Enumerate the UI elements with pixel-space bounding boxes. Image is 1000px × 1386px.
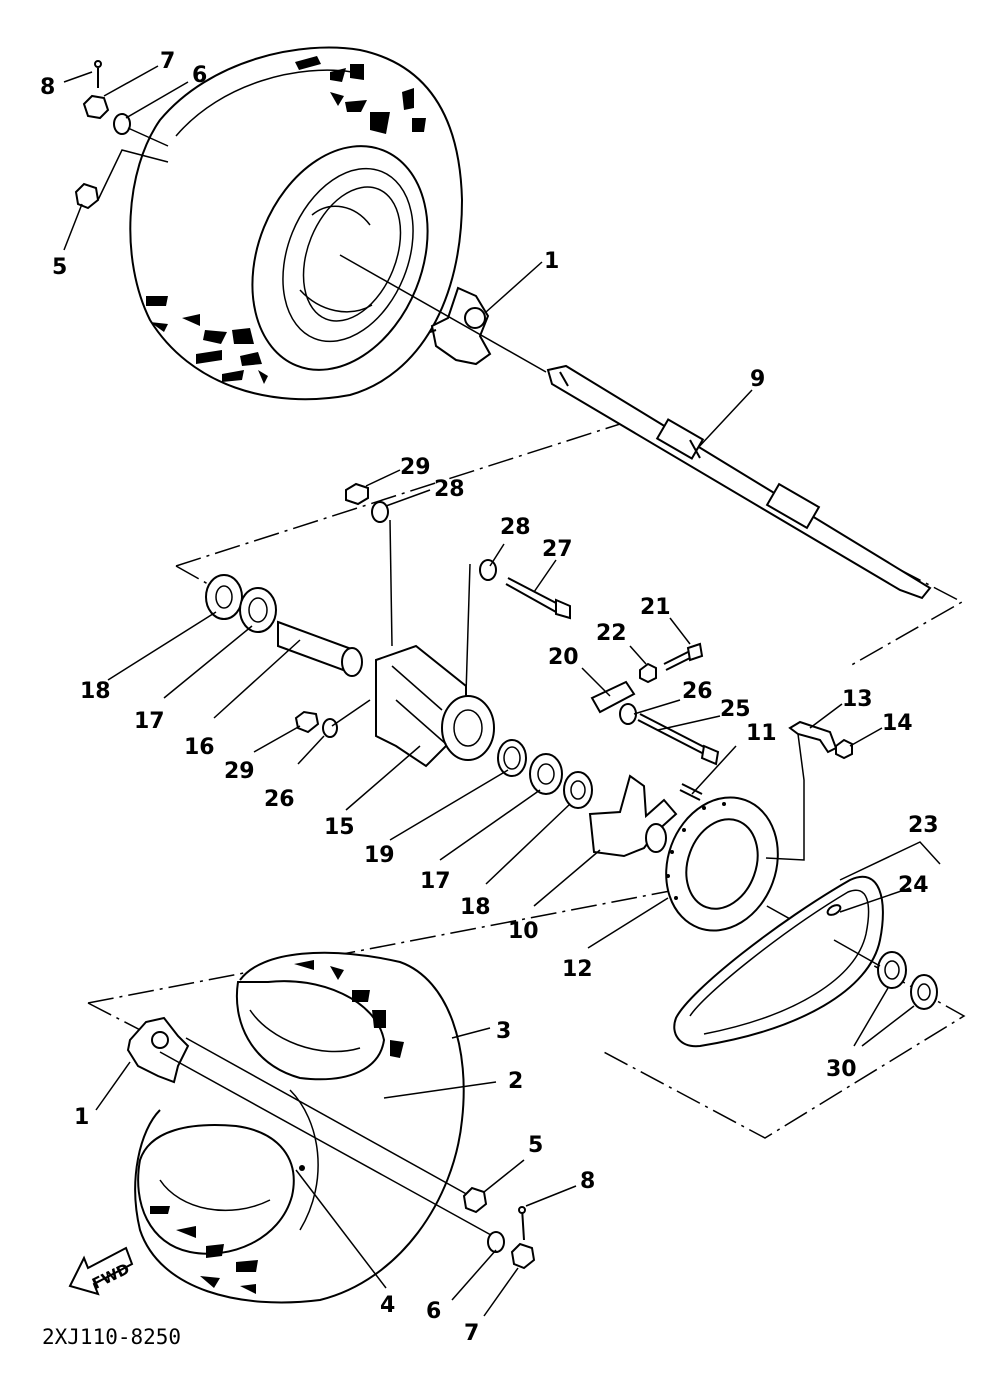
chain-guide-13 <box>788 720 838 754</box>
callout-17: 17 <box>134 709 165 734</box>
bearing-30-b <box>910 974 938 1010</box>
top-tire <box>129 46 464 401</box>
callout-16: 16 <box>184 735 215 760</box>
washer-28-top <box>371 501 389 523</box>
cotter-pin-8-bottom <box>518 1206 526 1241</box>
chain-23 <box>673 875 884 1048</box>
callout-29: 29 <box>400 455 431 480</box>
callout-23: 23 <box>908 813 939 838</box>
callout-18: 18 <box>80 679 111 704</box>
callout-11: 11 <box>746 721 777 746</box>
callout-18: 18 <box>460 895 491 920</box>
callout-19: 19 <box>364 843 395 868</box>
callout-8: 8 <box>580 1169 595 1194</box>
nut-14 <box>835 738 853 760</box>
nut-29-top <box>345 482 369 506</box>
bearing-17-left <box>239 587 277 633</box>
washer-28-mid <box>479 559 497 581</box>
callout-7: 7 <box>464 1321 479 1346</box>
callout-10: 10 <box>508 919 539 944</box>
callout-13: 13 <box>842 687 873 712</box>
washer-path-top <box>127 127 169 147</box>
sprocket-hub-10 <box>588 774 678 858</box>
hub-flange-top <box>429 286 492 366</box>
callout-28: 28 <box>500 515 531 540</box>
callout-1: 1 <box>544 249 559 274</box>
nut-22 <box>639 662 657 684</box>
callout-9: 9 <box>750 367 765 392</box>
bolt-path-27 <box>465 563 471 695</box>
bolt-27 <box>505 577 571 620</box>
callout-26: 26 <box>682 679 713 704</box>
callout-1: 1 <box>74 1105 89 1130</box>
nut-29-lower <box>294 710 320 734</box>
spacer-16 <box>277 620 363 677</box>
callout-14: 14 <box>882 711 913 736</box>
bolt-21 <box>663 642 704 671</box>
callout-24: 24 <box>898 873 929 898</box>
nut-7-top <box>82 94 110 120</box>
fwd-arrow: FWD <box>68 1246 134 1296</box>
washer-6-bottom <box>487 1231 505 1253</box>
hub-flange-bottom <box>126 1016 190 1084</box>
callout-17: 17 <box>420 869 451 894</box>
callout-27: 27 <box>542 537 573 562</box>
callout-12: 12 <box>562 957 593 982</box>
fastener-bracket-top <box>97 149 169 201</box>
sprocket-12 <box>665 796 779 932</box>
axis-line-bottom-b <box>159 1051 501 1241</box>
callout-2: 2 <box>508 1069 523 1094</box>
bearing-17-right <box>529 753 563 795</box>
axis-line-bottom-a <box>185 1037 471 1197</box>
washer-26-lower <box>322 718 338 738</box>
callout-22: 22 <box>596 621 627 646</box>
callout-21: 21 <box>640 595 671 620</box>
bearing-30-a <box>877 951 907 989</box>
stud-11 <box>679 783 703 801</box>
rear-axle <box>546 364 932 600</box>
hub-axis-line-top <box>339 254 547 373</box>
callout-8: 8 <box>40 75 55 100</box>
bolt-path-28 <box>389 519 393 647</box>
callout-30: 30 <box>826 1057 857 1082</box>
washer-6-top <box>113 113 131 135</box>
nut-5-bottom <box>462 1186 488 1214</box>
hub-housing-15 <box>375 644 495 768</box>
bolt-25 <box>637 713 720 766</box>
callout-3: 3 <box>496 1019 511 1044</box>
callout-25: 25 <box>720 697 751 722</box>
callout-4: 4 <box>380 1293 395 1318</box>
cotter-pin-8-top <box>94 60 102 88</box>
washer-26-right <box>619 703 637 725</box>
callout-7: 7 <box>160 49 175 74</box>
nut-5-top <box>74 182 100 210</box>
diagram-code: 2XJ110-8250 <box>42 1325 181 1349</box>
assembly-frame-wheel <box>87 880 966 1139</box>
callout-20: 20 <box>548 645 579 670</box>
callout-6: 6 <box>426 1299 441 1324</box>
callout-labels: 8 7 6 5 1 9 29 28 28 27 21 22 20 26 25 1… <box>40 49 939 1346</box>
bearing-18-left <box>205 574 243 620</box>
callout-29: 29 <box>224 759 255 784</box>
callout-5: 5 <box>528 1133 543 1158</box>
bottom-wheel <box>134 951 465 1304</box>
chain-clip-24 <box>826 904 842 916</box>
bearing-18-right <box>563 771 593 809</box>
nut-7-bottom <box>510 1242 536 1270</box>
bracket-20 <box>590 680 636 714</box>
callout-26: 26 <box>264 787 295 812</box>
leader-lines <box>63 65 941 1317</box>
seal-19 <box>497 739 527 777</box>
callout-15: 15 <box>324 815 355 840</box>
callout-6: 6 <box>192 63 207 88</box>
callout-5: 5 <box>52 255 67 280</box>
callout-28: 28 <box>434 477 465 502</box>
